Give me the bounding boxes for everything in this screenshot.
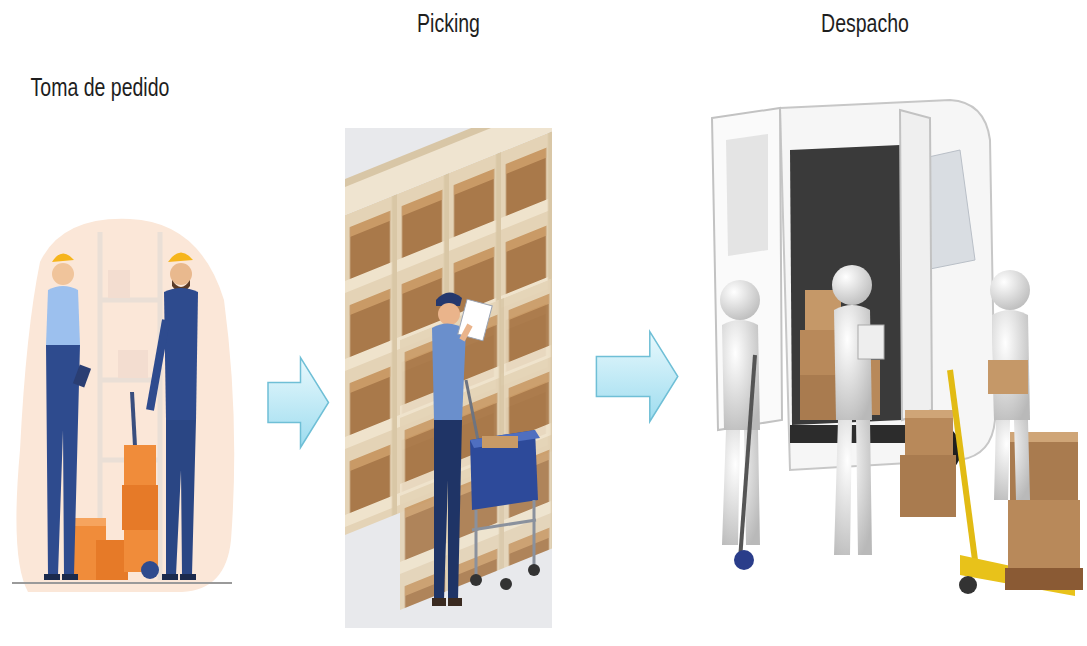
stage-heading: Toma de pedido [30, 72, 170, 102]
order-taking-art [12, 219, 234, 592]
dispatch-art [712, 100, 1083, 596]
stage-heading: Picking [368, 8, 529, 38]
picking-art [345, 128, 552, 628]
block-arrow [268, 358, 329, 448]
stage-panel: Picking [345, 128, 552, 628]
stage-panel: Toma de pedido [10, 210, 235, 595]
stage-panel: Despacho [700, 95, 1085, 625]
stage-heading: Despacho [736, 8, 993, 38]
block-arrow [596, 332, 677, 422]
